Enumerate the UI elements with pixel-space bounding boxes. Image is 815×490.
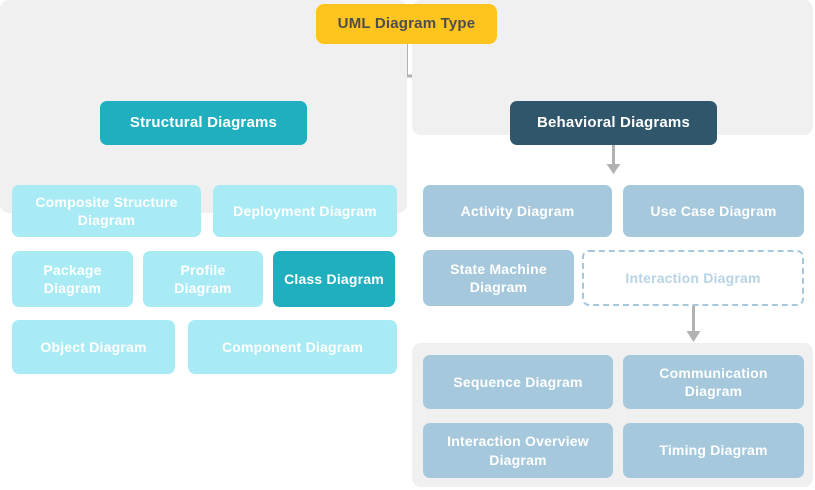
node-use-case-diagram[interactable]: Use Case Diagram	[623, 185, 804, 237]
node-deployment-diagram[interactable]: Deployment Diagram	[213, 185, 397, 237]
node-activity-diagram[interactable]: Activity Diagram	[423, 185, 612, 237]
node-interaction-overview-diagram[interactable]: Interaction Overview Diagram	[423, 423, 613, 478]
node-object-diagram[interactable]: Object Diagram	[12, 320, 175, 374]
node-profile-diagram[interactable]: Profile Diagram	[143, 251, 263, 307]
node-class-diagram-selected[interactable]: Class Diagram	[273, 251, 395, 307]
arrowhead-to-behavioral-panel	[606, 164, 621, 174]
node-component-diagram[interactable]: Component Diagram	[188, 320, 397, 374]
node-communication-diagram[interactable]: Communication Diagram	[623, 355, 804, 409]
arrowhead-to-interaction-panel	[686, 331, 701, 342]
node-state-machine-diagram[interactable]: State Machine Diagram	[423, 250, 574, 306]
node-uml-diagram-type: UML Diagram Type	[316, 4, 497, 44]
node-package-diagram[interactable]: Package Diagram	[12, 251, 133, 307]
node-sequence-diagram[interactable]: Sequence Diagram	[423, 355, 613, 409]
node-structural-diagrams[interactable]: Structural Diagrams	[100, 101, 307, 145]
node-timing-diagram[interactable]: Timing Diagram	[623, 423, 804, 478]
node-behavioral-diagrams[interactable]: Behavioral Diagrams	[510, 101, 717, 145]
node-interaction-diagram[interactable]: Interaction Diagram	[582, 250, 804, 306]
node-composite-structure-diagram[interactable]: Composite Structure Diagram	[12, 185, 201, 237]
